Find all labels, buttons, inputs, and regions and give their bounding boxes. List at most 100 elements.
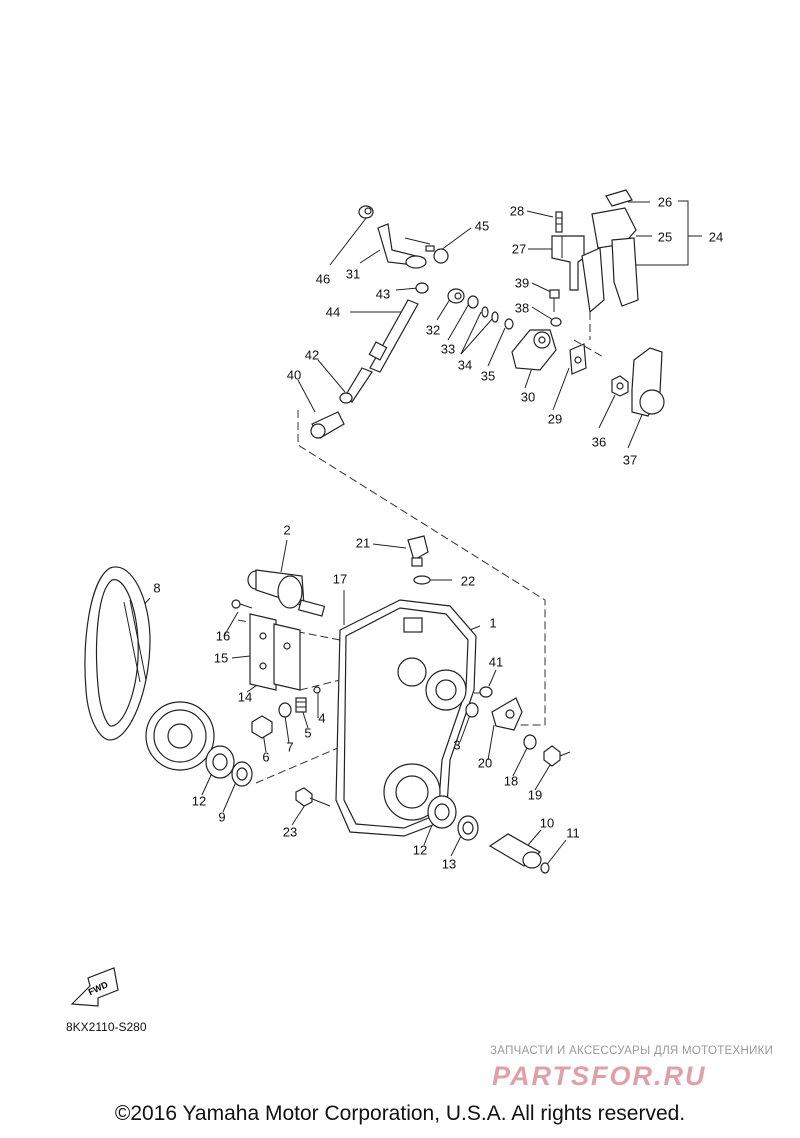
callout-17[interactable]: 17 [332, 571, 348, 587]
part-12b-bearing [427, 795, 457, 829]
callout-26[interactable]: 26 [657, 194, 673, 210]
part-4-ball [313, 686, 321, 694]
part-39-bolt [549, 289, 560, 312]
callout-18[interactable]: 18 [503, 773, 519, 789]
part-sprocket [145, 701, 215, 771]
part-21-filler-plug [407, 535, 429, 567]
part-35-circlip [504, 318, 514, 330]
part-44-shift-rod [343, 299, 419, 403]
part-10-shaft [488, 833, 542, 869]
part-40-rod-end [310, 411, 345, 439]
part-20-shift-arm [491, 697, 523, 731]
watermark-caption: ЗАПЧАСТИ И АКСЕССУАРЫ ДЛЯ МОТОТЕХНИКИ [490, 1045, 774, 1057]
part-12a-bearing [205, 745, 235, 779]
callout-44[interactable]: 44 [325, 304, 341, 320]
callout-23[interactable]: 23 [282, 824, 298, 840]
part-5-spring [295, 697, 307, 713]
callout-29[interactable]: 29 [547, 411, 563, 427]
callout-34[interactable]: 34 [457, 357, 473, 373]
callout-36[interactable]: 36 [591, 434, 607, 450]
part-16-bolt [231, 599, 253, 609]
part-22-o-ring [413, 575, 431, 585]
callout-32[interactable]: 32 [425, 322, 441, 338]
callout-27[interactable]: 27 [511, 241, 527, 257]
part-31-shift-lever [377, 223, 431, 269]
callout-1[interactable]: 1 [489, 615, 497, 631]
callout-24[interactable]: 24 [708, 229, 724, 245]
part-3-oil-seal [465, 702, 479, 718]
callout-2[interactable]: 2 [283, 522, 291, 538]
callout-43[interactable]: 43 [375, 286, 391, 302]
callout-16[interactable]: 16 [215, 628, 231, 644]
fwd-arrow-icon: FWD [70, 967, 119, 1007]
part-2-shift-drum [247, 569, 326, 617]
part-14-gasket [273, 623, 301, 691]
part-45-ball-joint [425, 245, 449, 264]
callout-37[interactable]: 37 [622, 452, 638, 468]
callout-10[interactable]: 10 [539, 815, 555, 831]
part-37-lever-cover [631, 347, 665, 417]
callout-5[interactable]: 5 [304, 725, 312, 741]
gearbox-assembly [84, 535, 571, 874]
part-13-oil-seal [457, 815, 479, 841]
part-34-circlip [481, 306, 499, 323]
callout-45[interactable]: 45 [474, 218, 490, 234]
callout-39[interactable]: 39 [514, 275, 530, 291]
callout-33[interactable]: 33 [440, 341, 456, 357]
part-7-washer [278, 702, 292, 718]
callout-15[interactable]: 15 [213, 650, 229, 666]
callout-7[interactable]: 7 [286, 739, 294, 755]
part-18-washer [523, 734, 537, 750]
part-23-bolt [295, 787, 331, 807]
watermark-logo: PARTSFOR.RU [492, 1061, 707, 1090]
callout-14[interactable]: 14 [237, 689, 253, 705]
callout-6[interactable]: 6 [262, 749, 270, 765]
callout-22[interactable]: 22 [460, 573, 476, 589]
callout-3[interactable]: 3 [453, 737, 461, 753]
callout-46[interactable]: 46 [315, 271, 331, 287]
part-36-nut [611, 375, 629, 397]
callout-41[interactable]: 41 [488, 654, 504, 670]
part-24-shift-handle [581, 207, 639, 314]
callout-9[interactable]: 9 [218, 809, 226, 825]
callout-19[interactable]: 19 [527, 787, 543, 803]
part-32-bushing [447, 288, 465, 304]
callout-4[interactable]: 4 [318, 710, 326, 726]
part-8-drive-chain [84, 566, 151, 741]
part-38-washer [550, 317, 562, 327]
callout-13[interactable]: 13 [441, 856, 457, 872]
callout-11[interactable]: 11 [566, 825, 580, 841]
part-1-gearbox-case [335, 599, 477, 837]
part-6-bolt [251, 715, 273, 739]
part-43-collar [415, 282, 429, 294]
shift-linkage-assembly [310, 189, 665, 439]
part-27-holder [551, 235, 585, 291]
callout-35[interactable]: 35 [480, 368, 496, 384]
part-9-oil-seal [231, 761, 253, 787]
callout-30[interactable]: 30 [520, 389, 536, 405]
callout-31[interactable]: 31 [345, 266, 361, 282]
callout-28[interactable]: 28 [509, 203, 525, 219]
part-33-washer [467, 295, 479, 309]
part-26-label [605, 189, 633, 207]
callout-38[interactable]: 38 [514, 300, 530, 316]
callout-25[interactable]: 25 [657, 229, 673, 245]
copyright-notice: ©2016 Yamaha Motor Corporation, U.S.A. A… [114, 1102, 686, 1125]
callout-12a[interactable]: 12 [191, 793, 207, 809]
diagram-code: 8KX2110-S280 [66, 1020, 147, 1034]
callout-21[interactable]: 21 [355, 535, 371, 551]
watermark-logo-text: PARTSFOR.RU [492, 1061, 707, 1090]
callout-20[interactable]: 20 [477, 755, 493, 771]
part-46-bushing [358, 205, 374, 219]
part-11-o-ring [540, 862, 550, 874]
callout-40[interactable]: 40 [286, 367, 302, 383]
callout-42[interactable]: 42 [304, 347, 320, 363]
part-30-bracket [511, 329, 557, 371]
part-15-plate [249, 613, 277, 691]
callout-8[interactable]: 8 [153, 580, 161, 596]
callout-12b[interactable]: 12 [412, 842, 428, 858]
part-19-bolt [543, 745, 571, 767]
part-42-collar [339, 392, 353, 404]
